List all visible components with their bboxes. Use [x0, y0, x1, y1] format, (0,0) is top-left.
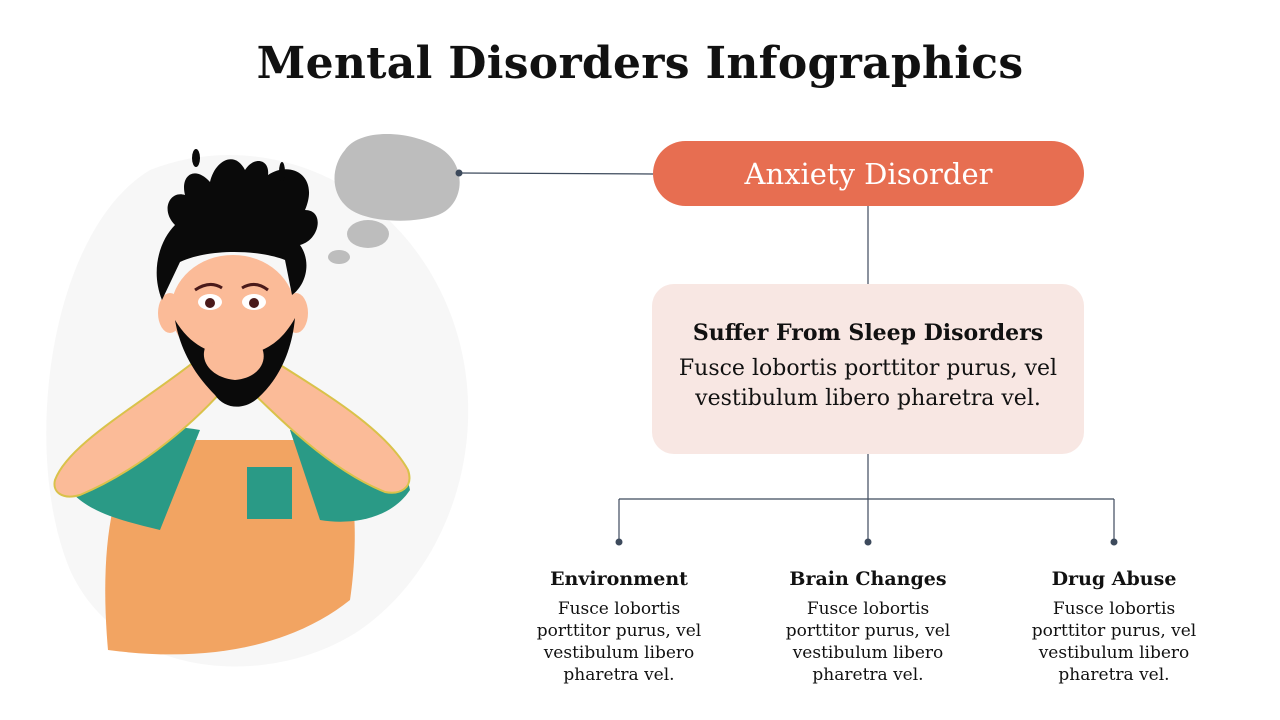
face	[171, 255, 295, 365]
node-dot-drug-abuse	[1110, 538, 1118, 546]
thought-bubble-tiny-icon	[328, 250, 350, 264]
node-environment: Environment Fusce lobortis porttitor pur…	[489, 568, 749, 686]
arm-left	[53, 343, 240, 498]
thought-bubble-icon	[334, 134, 460, 221]
pupil-right	[249, 298, 259, 308]
node-body: Fusce lobortis porttitor purus, vel vest…	[785, 599, 951, 685]
node-body: Fusce lobortis porttitor purus, vel vest…	[536, 599, 702, 685]
node-dot-brain-changes	[864, 538, 872, 546]
brow-left	[194, 283, 223, 292]
node-body: Fusce lobortis porttitor purus, vel vest…	[1031, 599, 1197, 685]
main-topic-pill: Anxiety Disorder	[653, 141, 1084, 206]
brow-right	[241, 283, 269, 292]
thought-bubble-small-icon	[347, 220, 389, 248]
node-drug-abuse: Drug Abuse Fusce lobortis porttitor puru…	[984, 568, 1244, 686]
node-brain-changes: Brain Changes Fusce lobortis porttitor p…	[738, 568, 998, 686]
page-title: Mental Disorders Infographics	[256, 38, 1024, 89]
anxious-man-illustration	[46, 134, 469, 667]
info-card: Suffer From Sleep Disorders Fusce lobort…	[652, 284, 1084, 454]
pocket	[247, 467, 292, 519]
card-body: Fusce lobortis porttitor purus, vel vest…	[678, 356, 1058, 411]
card-heading: Suffer From Sleep Disorders	[692, 320, 1044, 346]
hair-drop-2	[279, 162, 285, 182]
node-title: Brain Changes	[789, 568, 947, 590]
node-title: Drug Abuse	[1051, 568, 1177, 590]
pupil-left	[205, 298, 215, 308]
arm-right	[230, 343, 411, 494]
node-dot-environment	[615, 538, 623, 546]
hands	[203, 338, 264, 380]
node-title: Environment	[550, 568, 688, 590]
hair	[156, 159, 318, 300]
hair-drop-1	[192, 149, 200, 167]
main-topic-label: Anxiety Disorder	[744, 156, 993, 191]
